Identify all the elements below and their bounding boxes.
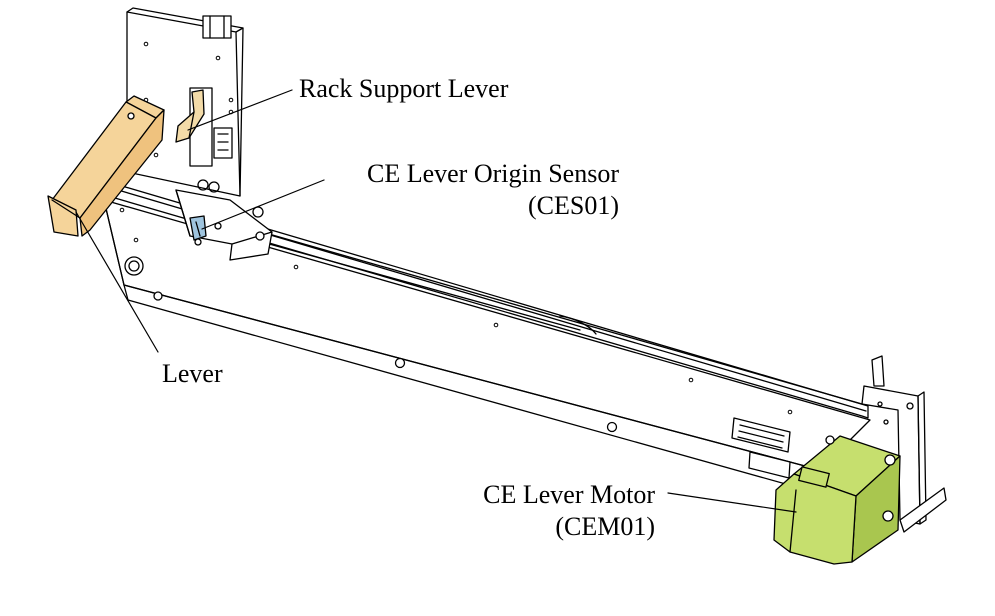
rail-body <box>103 185 871 489</box>
leader-lever <box>75 211 159 353</box>
lever-part <box>47 95 165 237</box>
origin-sensor-part <box>189 215 207 246</box>
label-ce-lever-motor: CE Lever Motor (CEM01) <box>440 479 655 543</box>
ce-lever-motor-code: (CEM01) <box>555 512 655 541</box>
ce-lever-origin-sensor-name: CE Lever Origin Sensor <box>366 159 619 188</box>
ce-lever-motor-part <box>773 435 901 565</box>
ce-lever-origin-sensor-code: (CES01) <box>528 191 619 220</box>
leader-rack-support-lever <box>187 89 293 131</box>
label-rack-support-lever: Rack Support Lever <box>299 74 509 103</box>
label-lever: Lever <box>162 359 223 388</box>
leader-ce-lever-motor <box>667 492 797 513</box>
rack-support-lever-part <box>175 89 205 143</box>
end-bracket <box>861 355 947 533</box>
ce-lever-motor-name: CE Lever Motor <box>483 480 655 509</box>
leader-lines <box>75 89 797 513</box>
label-ce-lever-origin-sensor: CE Lever Origin Sensor (CES01) <box>330 158 619 222</box>
leader-ce-lever-origin-sensor <box>201 179 325 230</box>
